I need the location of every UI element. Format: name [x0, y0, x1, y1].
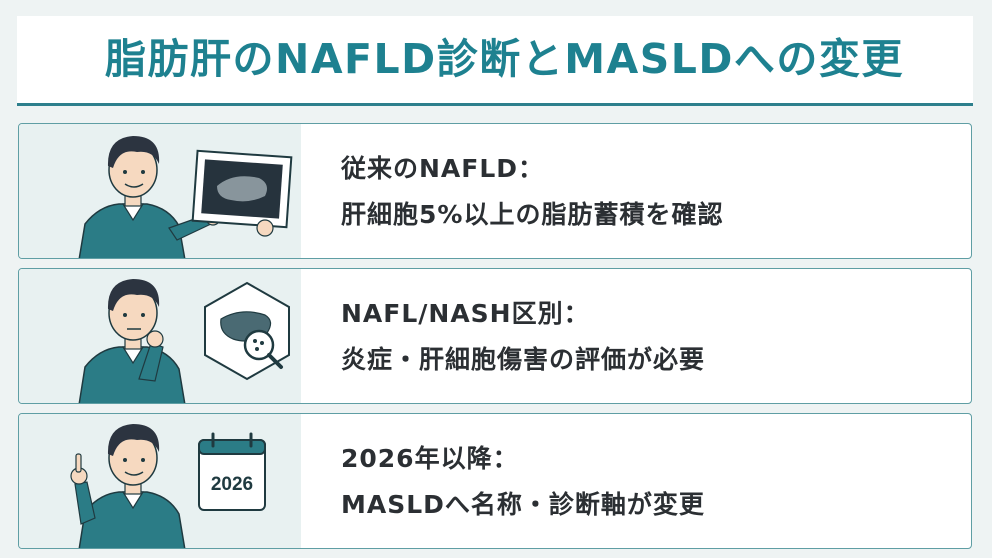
card-text: 従来のNAFLD： 肝細胞5%以上の脂肪蓄積を確認 [341, 146, 723, 238]
ultrasound-image-icon [191, 149, 293, 229]
illustration-panel [19, 124, 301, 258]
illustration-panel [19, 269, 301, 403]
calendar-icon: 2026 [198, 432, 266, 511]
header-bar: 脂肪肝のNAFLD診断とMASLDへの変更 [17, 16, 973, 106]
thinking-man-illustration [78, 279, 290, 403]
info-card-nafld: 従来のNAFLD： 肝細胞5%以上の脂肪蓄積を確認 [18, 123, 972, 259]
page-title: 脂肪肝のNAFLD診断とMASLDへの変更 [105, 35, 904, 83]
illustration-panel: 2026 [19, 414, 301, 548]
card-heading: NAFL/NASH区別： [341, 299, 590, 328]
card-detail: MASLDへ名称・診断軸が変更 [341, 490, 705, 519]
info-card-nafl-nash: NAFL/NASH区別： 炎症・肝細胞傷害の評価が必要 [18, 268, 972, 404]
man-with-ultrasound-illustration [78, 136, 293, 258]
man-with-raised-finger-illustration: 2026 [70, 424, 266, 548]
card-text: 2026年以降： MASLDへ名称・診断軸が変更 [341, 436, 705, 528]
card-detail: 炎症・肝細胞傷害の評価が必要 [341, 345, 706, 374]
card-detail: 肝細胞5%以上の脂肪蓄積を確認 [341, 200, 724, 229]
card-text: NAFL/NASH区別： 炎症・肝細胞傷害の評価が必要 [341, 291, 705, 383]
card-heading: 従来のNAFLD： [341, 154, 545, 183]
liver-magnifier-icon [204, 281, 290, 381]
calendar-year: 2026 [211, 474, 253, 495]
info-card-masld: 2026 2026年以降： MASLDへ名称・診断軸が変更 [18, 413, 972, 549]
card-heading: 2026年以降： [341, 444, 519, 473]
